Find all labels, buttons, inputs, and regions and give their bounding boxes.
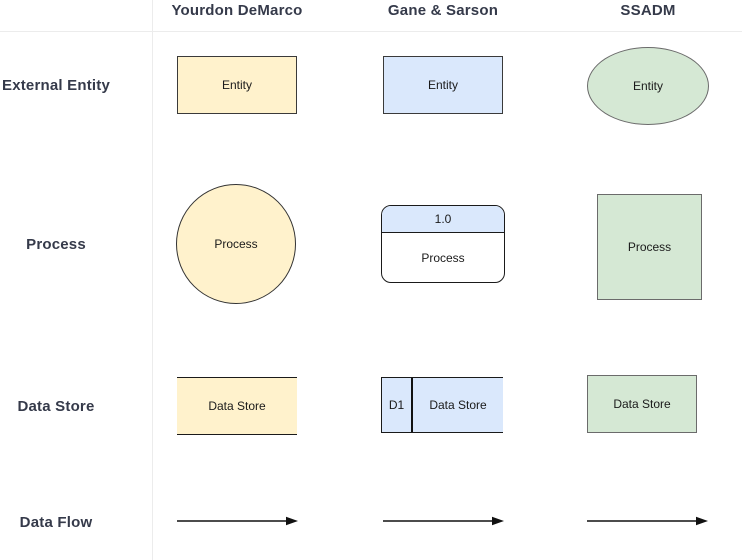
gane-sarson-external-entity-text: Entity	[427, 78, 458, 92]
arrow-right-icon	[177, 516, 298, 526]
row-label-external-entity: External Entity	[1, 77, 111, 94]
gane-sarson-process-number: 1.0	[434, 212, 452, 226]
gane-sarson-process-number-band: 1.0	[382, 206, 504, 233]
column-header-yourdon-demarco: Yourdon DeMarco	[171, 2, 303, 19]
gane-sarson-data-store-text: Data Store	[429, 398, 487, 412]
ssadm-data-store-shape: Data Store	[587, 375, 697, 433]
gane-sarson-process-shape: 1.0 Process	[381, 205, 505, 283]
row-label-data-flow: Data Flow	[19, 514, 93, 531]
yourdon-data-flow-arrow	[177, 514, 298, 528]
ssadm-external-entity-text: Entity	[632, 79, 663, 93]
column-header-gane-sarson: Gane & Sarson	[387, 2, 499, 19]
ssadm-process-text: Process	[627, 240, 672, 254]
yourdon-process-text: Process	[214, 237, 258, 251]
row-label-process: Process	[26, 236, 86, 253]
gane-sarson-data-flow-arrow	[383, 514, 504, 528]
yourdon-external-entity-text: Entity	[221, 78, 252, 92]
label-column-divider	[152, 0, 153, 560]
row-label-data-store: Data Store	[17, 398, 95, 415]
arrow-right-icon	[383, 516, 504, 526]
ssadm-data-flow-arrow	[587, 514, 708, 528]
gane-sarson-data-store-id: D1	[382, 378, 413, 432]
ssadm-external-entity-shape: Entity	[587, 47, 709, 125]
yourdon-external-entity-shape: Entity	[177, 56, 297, 114]
column-header-ssadm: SSADM	[620, 2, 676, 19]
gane-sarson-process-text: Process	[421, 250, 465, 265]
arrow-right-icon	[587, 516, 708, 526]
gane-sarson-external-entity-shape: Entity	[383, 56, 503, 114]
ssadm-data-store-text: Data Store	[613, 397, 671, 411]
yourdon-process-shape: Process	[176, 184, 296, 304]
ssadm-process-shape: Process	[597, 194, 702, 300]
header-row-divider	[0, 31, 742, 32]
gane-sarson-data-store-shape: D1 Data Store	[381, 377, 503, 433]
yourdon-data-store-text: Data Store	[208, 399, 266, 413]
yourdon-data-store-shape: Data Store	[177, 377, 297, 435]
